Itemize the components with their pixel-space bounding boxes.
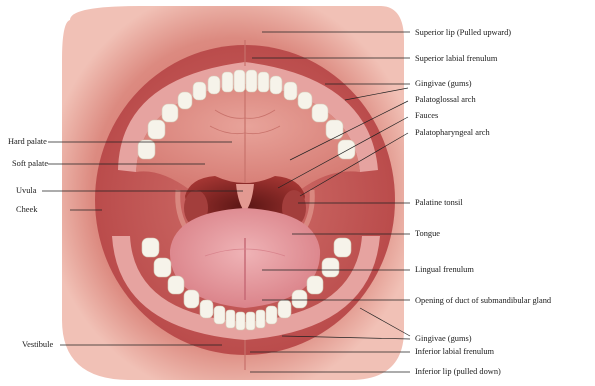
label-superior-labial-frenulum: Superior labial frenulum [415,54,497,64]
label-palatopharyngeal-arch: Palatopharyngeal arch [415,128,490,138]
label-gingivae-lower: Gingivae (gums) [415,334,472,344]
label-inferior-lip: Inferior lip (pulled down) [415,367,501,377]
label-cheek: Cheek [16,205,37,215]
label-tongue: Tongue [415,229,440,239]
label-uvula: Uvula [16,186,36,196]
label-lingual-frenulum: Lingual frenulum [415,265,474,275]
label-fauces: Fauces [415,111,438,121]
label-superior-lip: Superior lip (Pulled upward) [415,28,511,38]
label-hard-palate: Hard palate [8,137,47,147]
label-opening-of-duct: Opening of duct of submandibular gland [415,296,551,306]
label-palatine-tonsil: Palatine tonsil [415,198,463,208]
label-inferior-labial-frenulum: Inferior labial frenulum [415,347,494,357]
label-palatoglossal-arch: Palatoglossal arch [415,95,476,105]
label-vestibule: Vestibule [22,340,53,350]
label-soft-palate: Soft palate [12,159,48,169]
label-gingivae-upper: Gingivae (gums) [415,79,472,89]
